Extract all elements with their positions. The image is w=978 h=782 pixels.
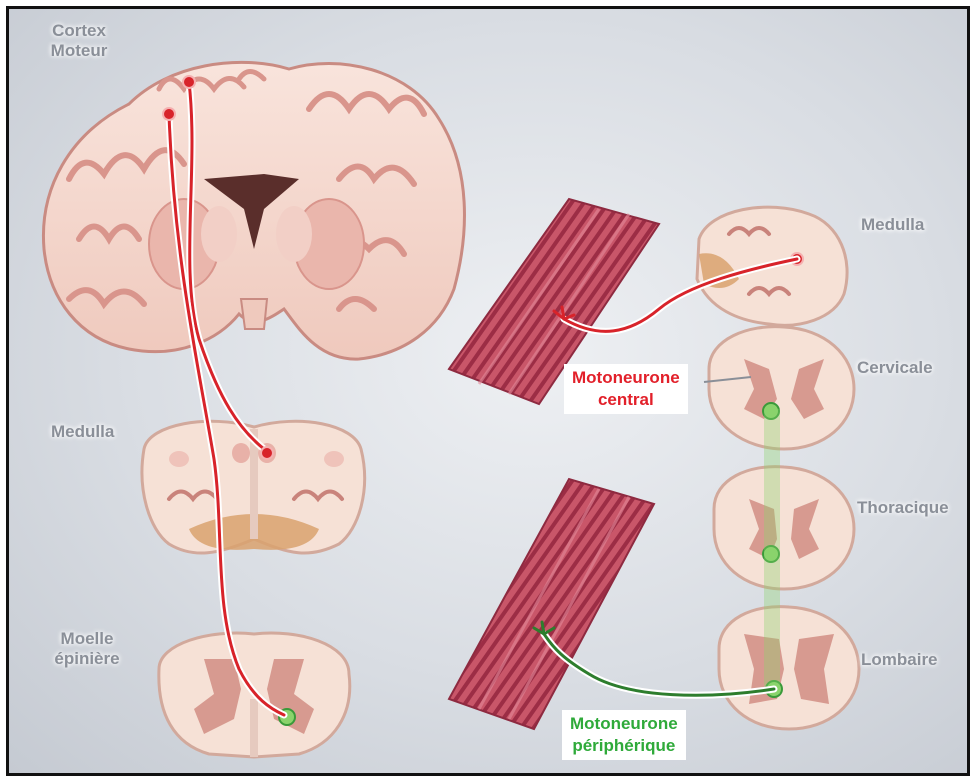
- spinal-segment-lumbar: [719, 607, 859, 729]
- lower-motor-neuron-column: [764, 409, 780, 694]
- callout-central-line1: Motoneurone: [572, 367, 680, 389]
- label-cervicale: Cervicale: [857, 358, 933, 378]
- label-cortex-line2: Moteur: [39, 41, 119, 61]
- brain-section: [43, 62, 464, 359]
- diagram-frame: Cortex Moteur Medulla Moelle épinière Me…: [6, 6, 970, 776]
- label-lombaire: Lombaire: [861, 650, 938, 670]
- callout-motoneurone-central: Motoneurone central: [564, 364, 688, 414]
- label-medulla-left: Medulla: [51, 422, 114, 442]
- label-thoracique: Thoracique: [857, 498, 949, 518]
- spinal-segment-cervical: [709, 327, 854, 449]
- label-cortex-line1: Cortex: [39, 21, 119, 41]
- label-moelle-line2: épinière: [47, 649, 127, 669]
- label-moelle-line1: Moelle: [47, 629, 127, 649]
- label-medulla-right: Medulla: [861, 215, 924, 235]
- spinal-segment-thoracic: [714, 467, 854, 589]
- callout-motoneurone-peripherique: Motoneurone périphérique: [562, 710, 686, 760]
- muscle-lower: [449, 479, 654, 729]
- motor-pathway-illustration: [9, 9, 970, 776]
- callout-central-line2: central: [572, 389, 680, 411]
- callout-peripheral-line2: périphérique: [570, 735, 678, 757]
- label-cortex-moteur: Cortex Moteur: [39, 21, 119, 61]
- label-moelle-epiniere: Moelle épinière: [47, 629, 127, 669]
- callout-peripheral-line1: Motoneurone: [570, 713, 678, 735]
